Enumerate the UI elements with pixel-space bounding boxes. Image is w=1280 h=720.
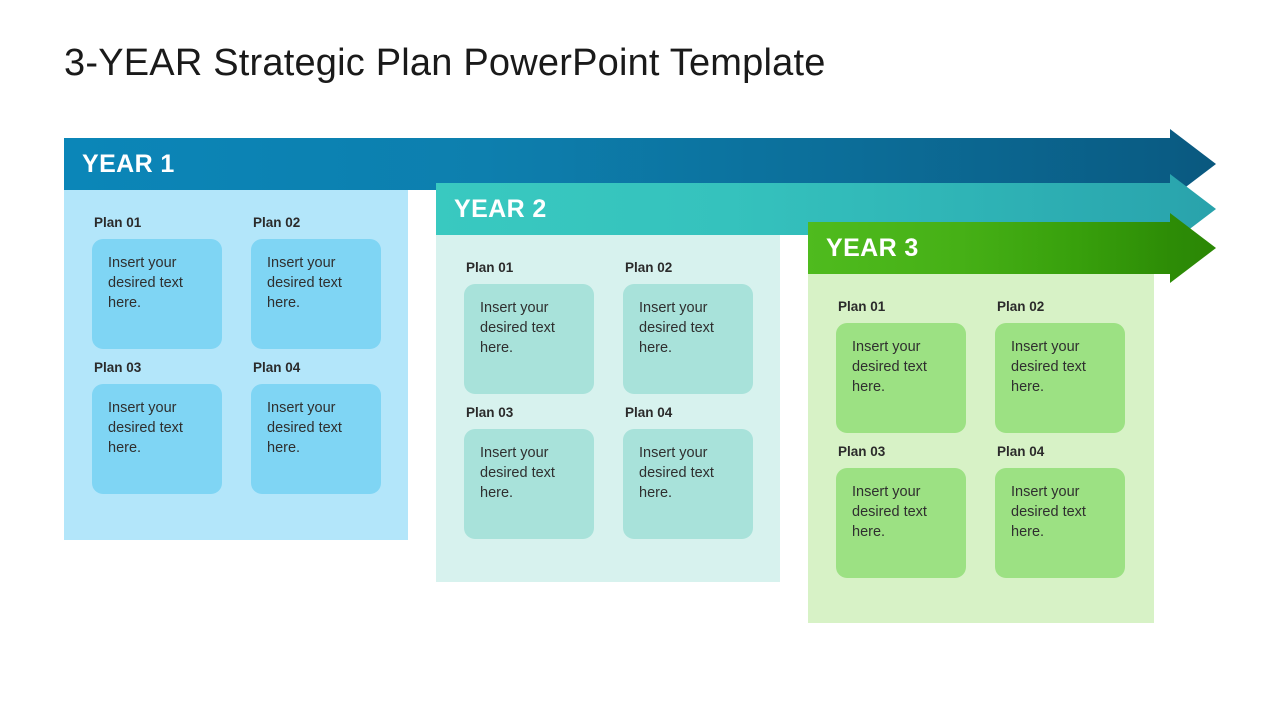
plan-cell-y2-p2[interactable]: Plan 02 Insert your desired text here.	[623, 260, 753, 394]
plan-text-box[interactable]: Insert your desired text here.	[464, 283, 594, 394]
plan-cell-y2-p3[interactable]: Plan 03 Insert your desired text here.	[464, 404, 594, 539]
plan-label: Plan 04	[253, 359, 301, 375]
plan-text-box[interactable]: Insert your desired text here.	[836, 322, 966, 433]
year-1-arrow-band: YEAR 1	[64, 129, 1216, 199]
arrow-right-icon	[1170, 213, 1216, 283]
plan-cell-y1-p3[interactable]: Plan 03 Insert your desired text here.	[92, 359, 222, 494]
plan-label: Plan 01	[466, 260, 514, 275]
plan-text-box[interactable]: Insert your desired text here.	[836, 467, 966, 578]
plan-text-box[interactable]: Insert your desired text here.	[92, 238, 222, 349]
year-1-header-bar	[64, 138, 1170, 190]
plan-cell-y3-p2[interactable]: Plan 02 Insert your desired text here.	[995, 299, 1125, 433]
plan-label: Plan 02	[625, 260, 673, 275]
plan-cell-y2-p4[interactable]: Plan 04 Insert your desired text here.	[623, 404, 753, 539]
plan-label: Plan 03	[94, 359, 142, 375]
page-title: 3-YEAR Strategic Plan PowerPoint Templat…	[64, 42, 826, 84]
plan-label: Plan 02	[997, 299, 1045, 314]
plan-text-box[interactable]: Insert your desired text here.	[623, 428, 753, 539]
year-3-arrow-band: YEAR 3	[808, 213, 1216, 283]
year-1-plan-grid: Plan 01 Insert your desired text here. P…	[92, 215, 381, 494]
year-3-header-bar	[808, 222, 1170, 274]
year-2-header-label: YEAR 2	[454, 195, 547, 223]
year-1-header-label: YEAR 1	[82, 150, 175, 178]
year-3-plan-grid: Plan 01 Insert your desired text here. P…	[836, 299, 1125, 578]
plan-cell-y1-p4[interactable]: Plan 04 Insert your desired text here.	[251, 359, 381, 494]
plan-label: Plan 02	[253, 215, 301, 230]
plan-label: Plan 04	[625, 404, 673, 420]
plan-cell-y3-p4[interactable]: Plan 04 Insert your desired text here.	[995, 443, 1125, 578]
plan-cell-y1-p1[interactable]: Plan 01 Insert your desired text here.	[92, 215, 222, 349]
plan-label: Plan 01	[838, 299, 886, 314]
plan-cell-y2-p1[interactable]: Plan 01 Insert your desired text here.	[464, 260, 594, 394]
plan-label: Plan 01	[94, 215, 142, 230]
year-2-plan-grid: Plan 01 Insert your desired text here. P…	[464, 260, 753, 539]
plan-label: Plan 03	[466, 404, 514, 420]
year-2-panel-body: Plan 01 Insert your desired text here. P…	[436, 235, 780, 582]
year-1-panel-body: Plan 01 Insert your desired text here. P…	[64, 190, 408, 540]
plan-text-box[interactable]: Insert your desired text here.	[92, 383, 222, 494]
plan-text-box[interactable]: Insert your desired text here.	[995, 322, 1125, 433]
year-3-header-label: YEAR 3	[826, 234, 919, 262]
plan-cell-y3-p1[interactable]: Plan 01 Insert your desired text here.	[836, 299, 966, 433]
arrow-right-icon	[1170, 129, 1216, 199]
plan-text-box[interactable]: Insert your desired text here.	[464, 428, 594, 539]
plan-label: Plan 03	[838, 443, 886, 459]
plan-text-box[interactable]: Insert your desired text here.	[251, 383, 381, 494]
plan-cell-y3-p3[interactable]: Plan 03 Insert your desired text here.	[836, 443, 966, 578]
plan-cell-y1-p2[interactable]: Plan 02 Insert your desired text here.	[251, 215, 381, 349]
plan-text-box[interactable]: Insert your desired text here.	[623, 283, 753, 394]
year-3-panel-body: Plan 01 Insert your desired text here. P…	[808, 274, 1154, 623]
plan-text-box[interactable]: Insert your desired text here.	[251, 238, 381, 349]
plan-label: Plan 04	[997, 443, 1045, 459]
plan-text-box[interactable]: Insert your desired text here.	[995, 467, 1125, 578]
